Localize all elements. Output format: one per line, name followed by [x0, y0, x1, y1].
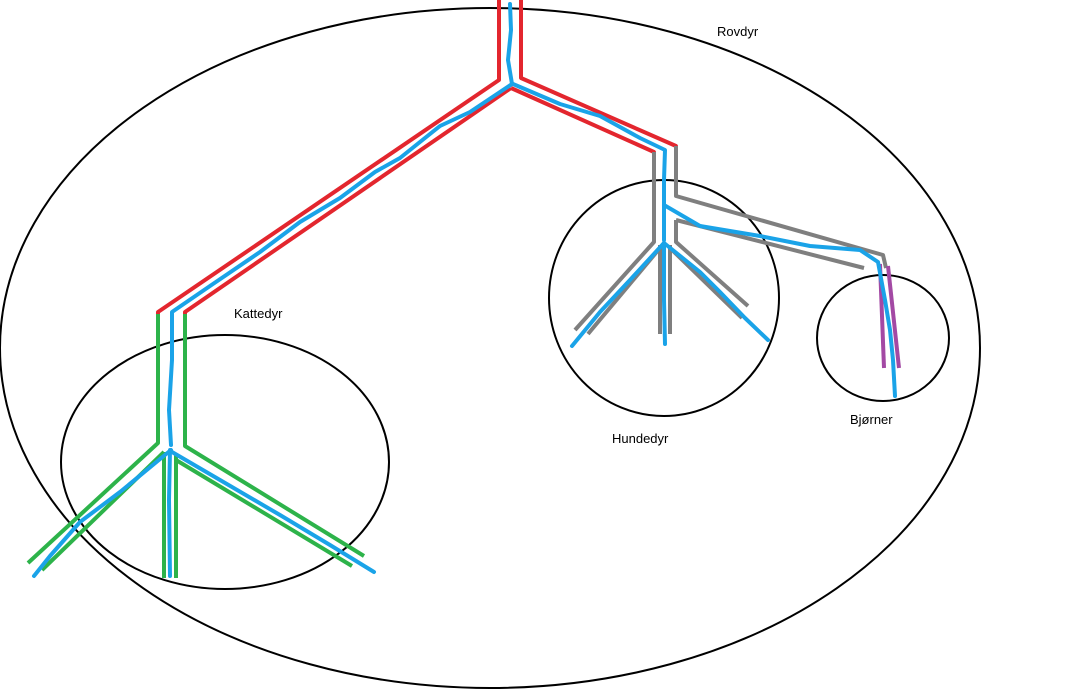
kattedyr-label: Kattedyr: [234, 306, 283, 321]
hundedyr-label: Hundedyr: [612, 431, 669, 446]
lineage-path: [32, 2, 897, 578]
rovdyr-branch: [156, 0, 678, 320]
bjorner-group-ellipse: [816, 274, 950, 402]
rovdyr-label: Rovdyr: [717, 24, 759, 39]
kattedyr-group-ellipse: [60, 334, 390, 590]
rovdyr-group-ellipse: [0, 7, 981, 689]
bjorner-label: Bjørner: [850, 412, 893, 427]
kattedyr-branch: [26, 314, 366, 578]
